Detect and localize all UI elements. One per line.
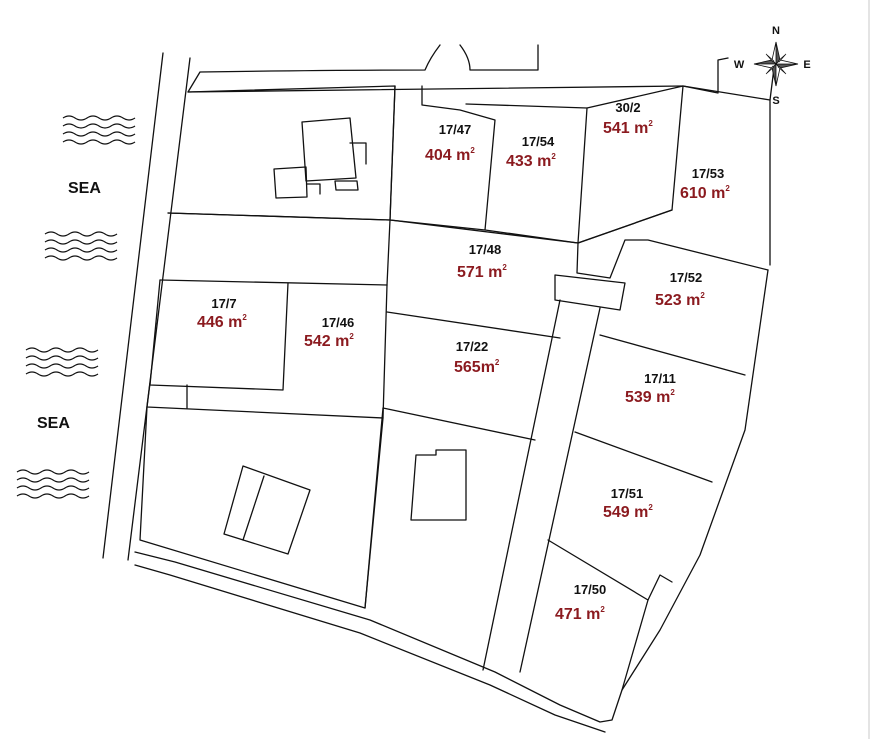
sea-label-upper: SEA (68, 180, 101, 197)
parcel-area: 565m2 (454, 358, 500, 376)
parcel-17-52[interactable]: 17/52 523 m2 (655, 270, 705, 309)
parcel-id: 17/47 (439, 122, 472, 137)
parcel-17-53[interactable]: 17/53 610 m2 (680, 166, 730, 202)
parcel-id: 17/51 (611, 486, 644, 501)
parcel-area: 433 m2 (506, 152, 556, 170)
buildings (223, 117, 467, 555)
compass-e: E (803, 59, 810, 71)
parcel-17-47[interactable]: 17/47 404 m2 (425, 122, 475, 164)
parcel-17-51[interactable]: 17/51 549 m2 (603, 486, 653, 521)
parcel-17-54[interactable]: 17/54 433 m2 (506, 134, 556, 170)
parcel-boundaries-left (139, 85, 396, 609)
parcel-id: 17/46 (322, 315, 355, 330)
parcel-id: 17/50 (574, 582, 607, 597)
coastline (102, 52, 191, 561)
north-road (187, 44, 776, 266)
parcel-area: 523 m2 (655, 291, 705, 309)
parcel-labels: 17/47 404 m2 17/54 433 m2 30/2 541 m2 17… (197, 100, 730, 623)
parcel-area: 446 m2 (197, 313, 247, 331)
parcel-id: 17/22 (456, 339, 489, 354)
parcel-id: 17/7 (211, 296, 236, 311)
compass-s: S (772, 95, 779, 107)
parcel-17-22[interactable]: 17/22 565m2 (454, 339, 500, 376)
compass-rose: N S E W (734, 25, 811, 107)
parcel-17-7[interactable]: 17/7 446 m2 (197, 296, 247, 331)
parcel-area: 610 m2 (680, 184, 730, 202)
parcel-area: 471 m2 (555, 605, 605, 623)
parcel-17-11[interactable]: 17/11 539 m2 (625, 371, 676, 406)
parcel-area: 539 m2 (625, 388, 675, 406)
parcel-id: 17/53 (692, 166, 725, 181)
parcel-17-48[interactable]: 17/48 571 m2 (457, 242, 507, 281)
parcel-id: 17/48 (469, 242, 502, 257)
compass-w: W (734, 59, 745, 71)
parcel-boundaries-center (364, 85, 771, 691)
parcel-area: 541 m2 (603, 119, 653, 137)
parcel-id: 17/54 (522, 134, 555, 149)
parcel-30-2[interactable]: 30/2 541 m2 (603, 100, 653, 137)
parcel-area: 404 m2 (425, 146, 475, 164)
page-edge-divider (868, 0, 870, 739)
parcel-17-46[interactable]: 17/46 542 m2 (304, 315, 354, 350)
sea-waves (16, 115, 136, 499)
compass-n: N (772, 25, 780, 37)
sea-label-lower: SEA (37, 415, 70, 432)
parcel-17-50[interactable]: 17/50 471 m2 (555, 582, 606, 623)
south-road (134, 269, 769, 733)
parcel-id: 30/2 (615, 100, 640, 115)
parcel-area: 571 m2 (457, 263, 507, 281)
parcel-area: 542 m2 (304, 332, 354, 350)
parcel-id: 17/11 (644, 371, 676, 386)
parcel-id: 17/52 (670, 270, 703, 285)
compass-star-icon (753, 41, 799, 87)
parcel-area: 549 m2 (603, 503, 653, 521)
